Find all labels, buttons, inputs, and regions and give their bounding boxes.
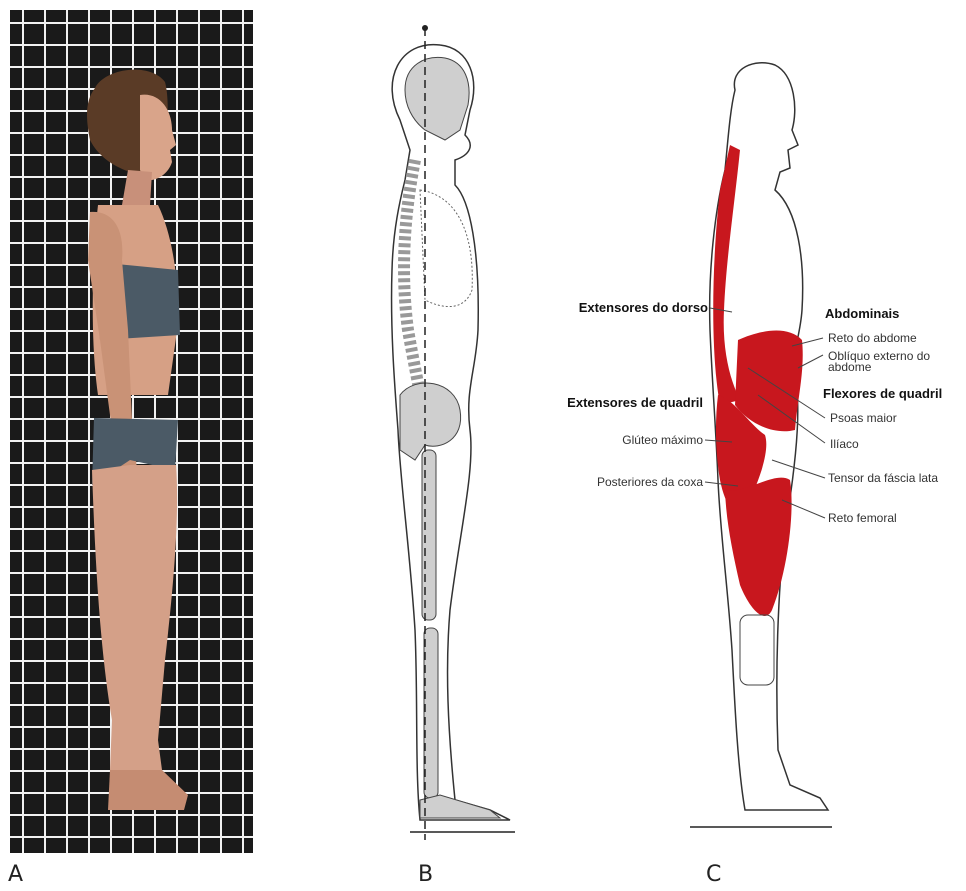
panel-letter-b: B bbox=[418, 862, 433, 887]
label-hip-extensors: Extensores de quadril bbox=[567, 395, 703, 410]
posture-photo-panel bbox=[0, 0, 360, 891]
thigh-muscles bbox=[725, 478, 792, 616]
label-gluteus-maximus: Glúteo máximo bbox=[622, 433, 703, 447]
label-back-extensors: Extensores do dorso bbox=[579, 300, 708, 315]
skeleton-lateral-view bbox=[360, 10, 540, 840]
label-hip-flexors: Flexores de quadril bbox=[823, 386, 942, 401]
panel-letter-a: A bbox=[8, 862, 23, 887]
panel-letter-c: C bbox=[706, 862, 721, 887]
muscle-diagram: Extensores do dorso Abdominais Reto do a… bbox=[540, 50, 966, 840]
skull bbox=[405, 57, 469, 140]
pelvis bbox=[400, 383, 461, 460]
ribcage bbox=[420, 190, 472, 307]
label-tensor-fasciae-latae: Tensor da fáscia lata bbox=[828, 471, 938, 485]
foot-bones bbox=[420, 795, 500, 818]
label-external-oblique-cont: abdome bbox=[828, 360, 872, 374]
knee-outline bbox=[740, 615, 774, 685]
label-rectus-abdominis: Reto do abdome bbox=[828, 331, 917, 345]
plumb-line-top bbox=[422, 25, 428, 31]
back-extensors-muscle bbox=[713, 145, 740, 405]
tibia bbox=[424, 628, 438, 798]
label-hamstrings: Posteriores da coxa bbox=[597, 475, 703, 489]
label-psoas-major: Psoas maior bbox=[830, 411, 897, 425]
label-rectus-femoris: Reto femoral bbox=[828, 511, 897, 525]
spine bbox=[404, 160, 422, 410]
label-abdominals: Abdominais bbox=[825, 306, 899, 321]
label-iliacus: Ilíaco bbox=[830, 437, 859, 451]
femur bbox=[422, 450, 436, 620]
